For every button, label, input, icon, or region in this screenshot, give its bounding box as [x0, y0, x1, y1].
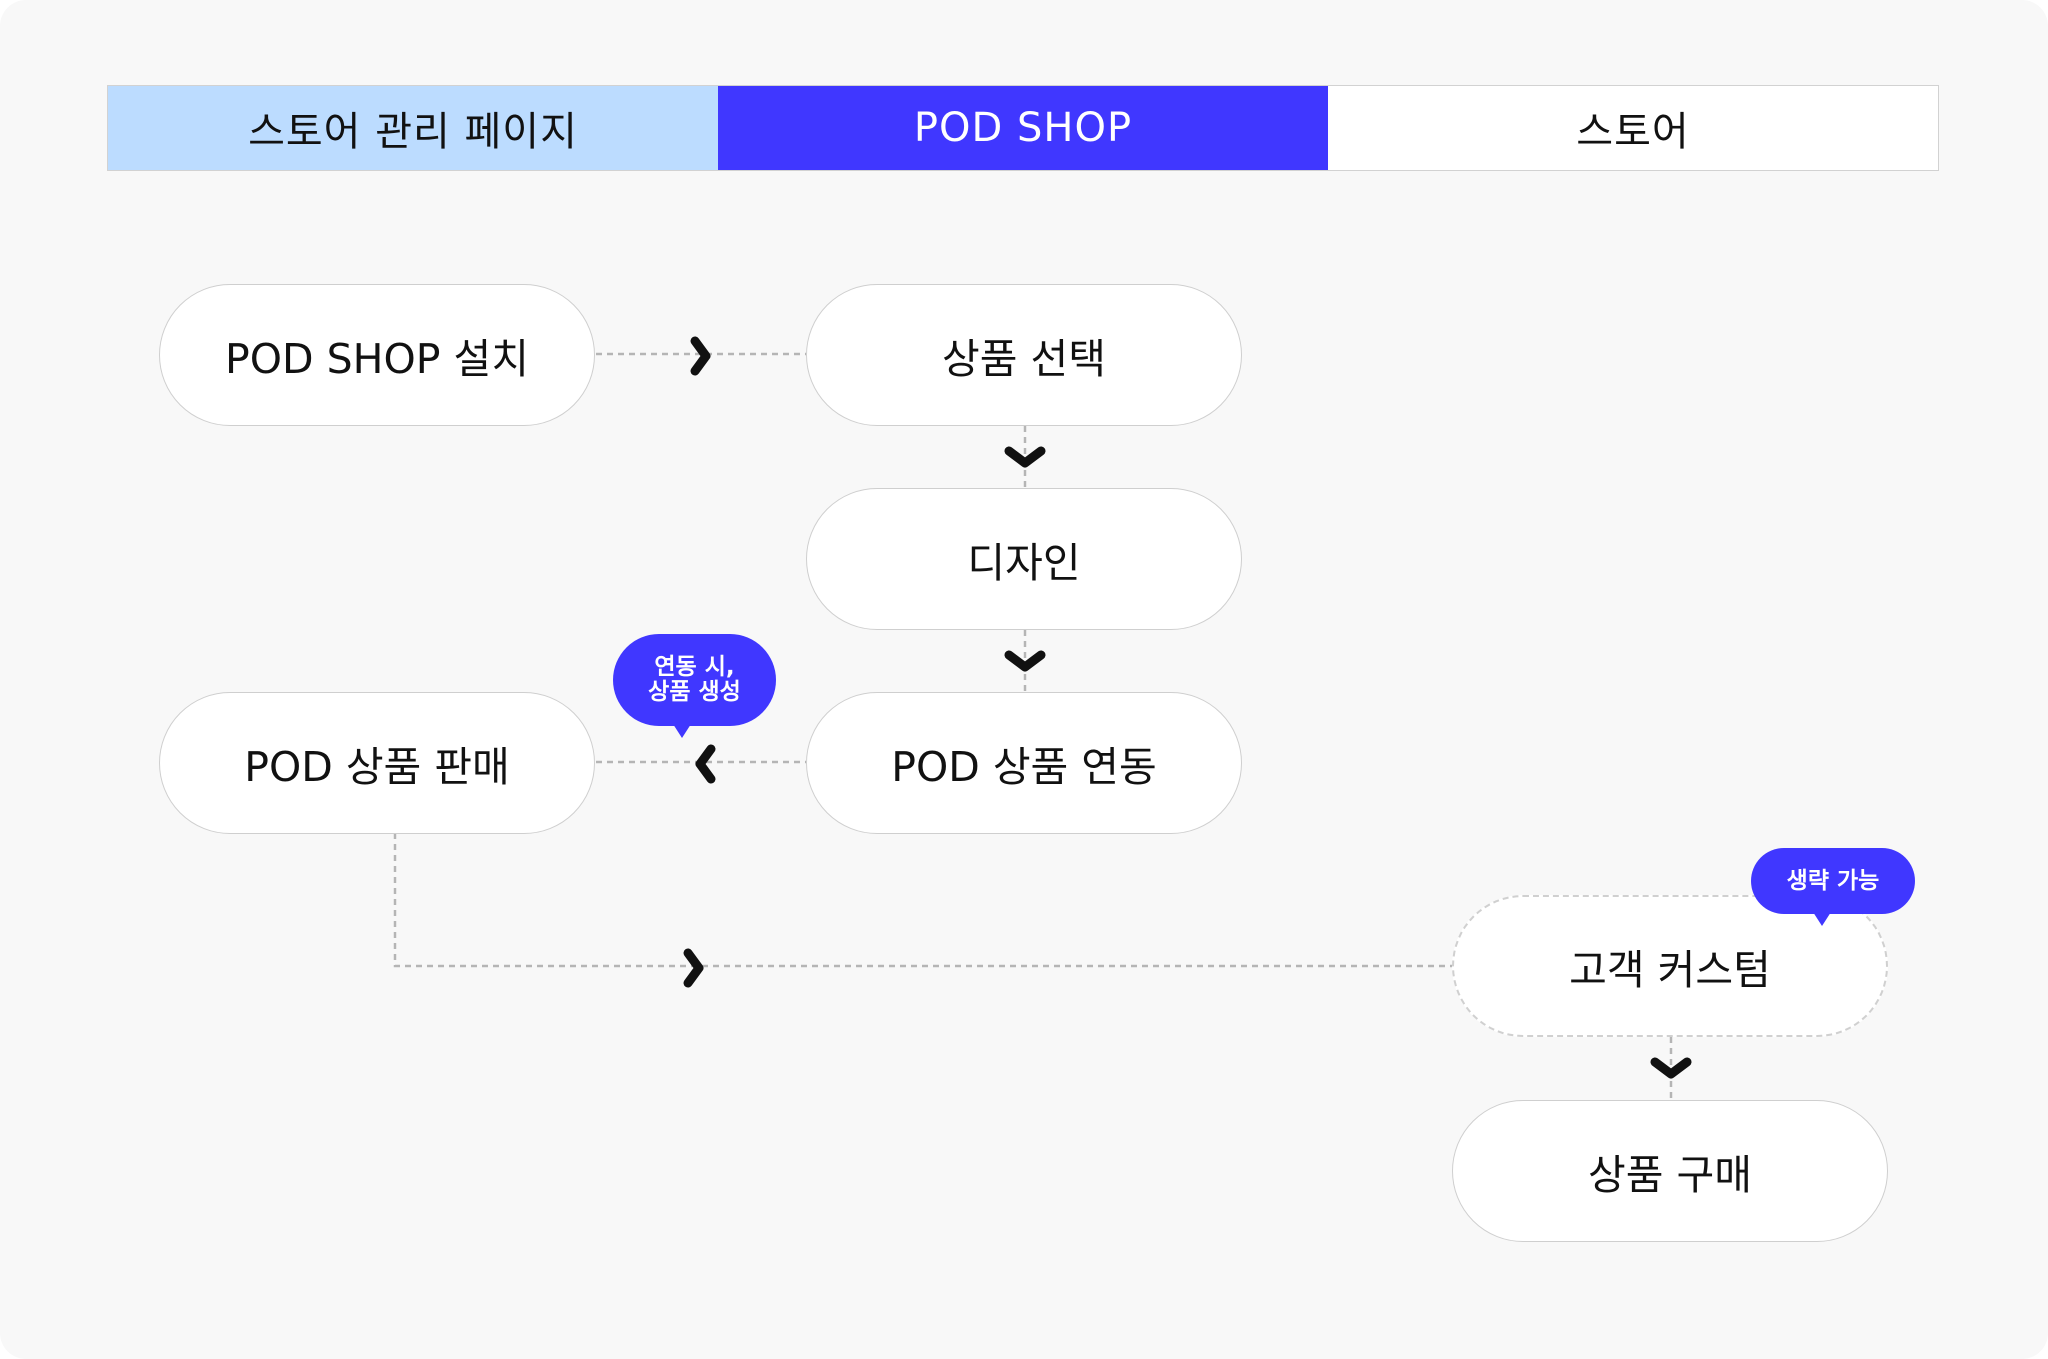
- node-product-select: 상품 선택: [806, 284, 1242, 426]
- node-design: 디자인: [806, 488, 1242, 630]
- node-pod-product-sync: POD 상품 연동: [806, 692, 1242, 834]
- header-column-label: 스토어: [1576, 109, 1690, 155]
- header-column-label: POD SHOP: [913, 105, 1133, 151]
- arrow-right-icon: [690, 336, 711, 376]
- node-label: POD 상품 연동: [891, 743, 1157, 791]
- connector-sell-to-customize: [393, 833, 1452, 968]
- node-label: 디자인: [967, 539, 1081, 587]
- header-column-store-management: 스토어 관리 페이지: [108, 86, 718, 170]
- arrow-down-icon: [1004, 650, 1046, 672]
- node-pod-shop-install: POD SHOP 설치: [159, 284, 595, 426]
- column-header: 스토어 관리 페이지 POD SHOP 스토어: [107, 85, 1939, 171]
- node-label: 상품 구매: [1588, 1151, 1752, 1199]
- node-label: POD 상품 판매: [244, 743, 510, 791]
- badge-optional: 생략 가능: [1751, 848, 1915, 914]
- arrow-down-icon: [1650, 1057, 1692, 1079]
- header-column-store: 스토어: [1328, 86, 1938, 170]
- badge-label: 연동 시, 상품 생성: [648, 654, 741, 705]
- badge-sync-creates-product: 연동 시, 상품 생성: [613, 634, 776, 726]
- node-label: POD SHOP 설치: [225, 335, 529, 383]
- header-column-label: 스토어 관리 페이지: [248, 109, 578, 155]
- node-label: 상품 선택: [942, 335, 1106, 383]
- header-column-pod-shop: POD SHOP: [718, 86, 1328, 170]
- arrow-left-icon: [695, 744, 716, 784]
- arrow-down-icon: [1004, 446, 1046, 468]
- node-pod-product-sell: POD 상품 판매: [159, 692, 595, 834]
- arrow-right-icon: [683, 948, 704, 988]
- node-label: 고객 커스텀: [1569, 946, 1771, 994]
- node-product-purchase: 상품 구매: [1452, 1100, 1888, 1242]
- badge-label: 생략 가능: [1786, 867, 1880, 894]
